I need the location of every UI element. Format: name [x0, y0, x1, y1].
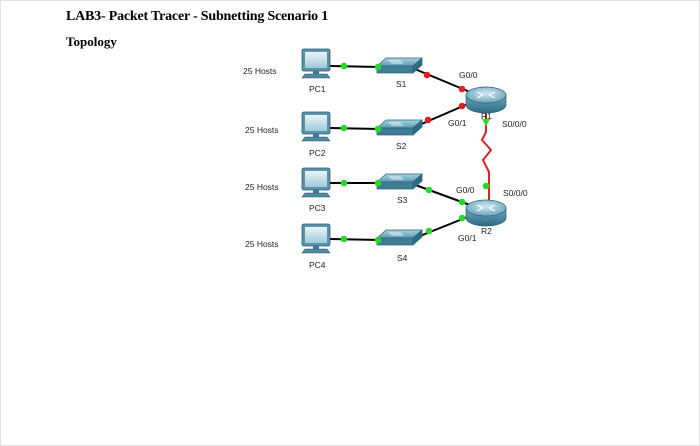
document-title: LAB3- Packet Tracer - Subnetting Scenari…	[66, 9, 329, 24]
link-pc1-s1	[329, 65, 381, 68]
port-dot	[340, 235, 348, 243]
r2-g00-label: G0/0	[456, 185, 475, 195]
r2-label: R2	[481, 226, 492, 236]
link-serial-r1-r2	[480, 113, 493, 200]
port-dot	[423, 71, 431, 79]
pc4-icon	[301, 223, 331, 254]
port-dot	[374, 125, 382, 133]
port-dot	[458, 198, 466, 206]
s2-switch-icon	[376, 119, 423, 136]
pc3-label: PC3	[309, 203, 326, 213]
port-dots	[340, 62, 490, 244]
s3-label: S3	[397, 195, 408, 205]
link-pc2-s2	[329, 127, 381, 130]
port-dot	[340, 62, 348, 70]
port-dot	[424, 116, 432, 124]
pc3-icon	[301, 167, 331, 198]
pc1-label: PC1	[309, 84, 326, 94]
pc2-label: PC2	[309, 148, 326, 158]
port-dot	[482, 182, 490, 190]
port-dot	[425, 227, 433, 235]
r1-g01-label: G0/1	[448, 118, 467, 128]
s4-label: S4	[397, 253, 408, 263]
port-dot	[340, 179, 348, 187]
s1-label: S1	[396, 79, 407, 89]
r1-router-icon	[465, 86, 507, 114]
port-dot	[340, 124, 348, 132]
pc1-icon	[301, 48, 331, 79]
s4-switch-icon	[376, 229, 423, 246]
s3-switch-icon	[376, 173, 423, 190]
pc4-hosts-label: 25 Hosts	[245, 239, 279, 249]
port-dot	[458, 85, 466, 93]
s1-switch-icon	[376, 57, 423, 74]
port-dot	[458, 214, 466, 222]
r2-s000-label: S0/0/0	[503, 188, 528, 198]
link-pc4-s4	[329, 238, 381, 241]
r1-g00-label: G0/0	[459, 70, 478, 80]
port-dot	[374, 179, 382, 187]
section-heading: Topology	[66, 34, 117, 49]
pc1-hosts-label: 25 Hosts	[243, 66, 277, 76]
r1-label: R1	[481, 111, 492, 121]
port-dot	[374, 236, 382, 244]
pc3-hosts-label: 25 Hosts	[245, 182, 279, 192]
r2-router-icon	[465, 199, 507, 227]
port-dot	[458, 102, 466, 110]
links	[329, 65, 471, 241]
pc4-label: PC4	[309, 260, 326, 270]
port-dot	[425, 186, 433, 194]
s2-label: S2	[396, 141, 407, 151]
pc2-hosts-label: 25 Hosts	[245, 125, 279, 135]
r2-g01-label: G0/1	[458, 233, 477, 243]
r1-s000-label: S0/0/0	[502, 119, 527, 129]
pc2-icon	[301, 111, 331, 142]
port-triangle	[482, 119, 490, 126]
port-dot	[374, 63, 382, 71]
